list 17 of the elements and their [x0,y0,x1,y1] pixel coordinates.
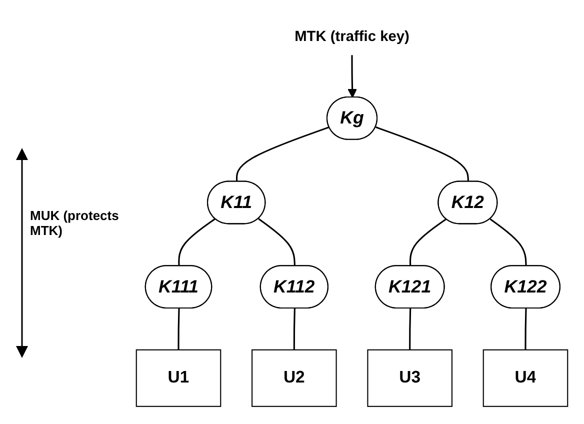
note-text: MUK (protects MTK) [30,208,120,238]
node-box: U1 [136,349,222,408]
connector [236,126,330,182]
connector [258,218,296,266]
connector [178,308,180,350]
connector [409,218,447,266]
node-box: U4 [482,349,568,408]
connector [524,308,527,350]
connector [376,126,469,182]
node-box: U3 [367,349,452,408]
node-text: MTK (traffic key) [294,27,410,44]
connector [409,308,412,350]
connector [293,308,296,350]
node-box: U2 [252,349,337,408]
connector [178,218,216,266]
arrow [348,55,357,98]
connector [490,218,527,266]
